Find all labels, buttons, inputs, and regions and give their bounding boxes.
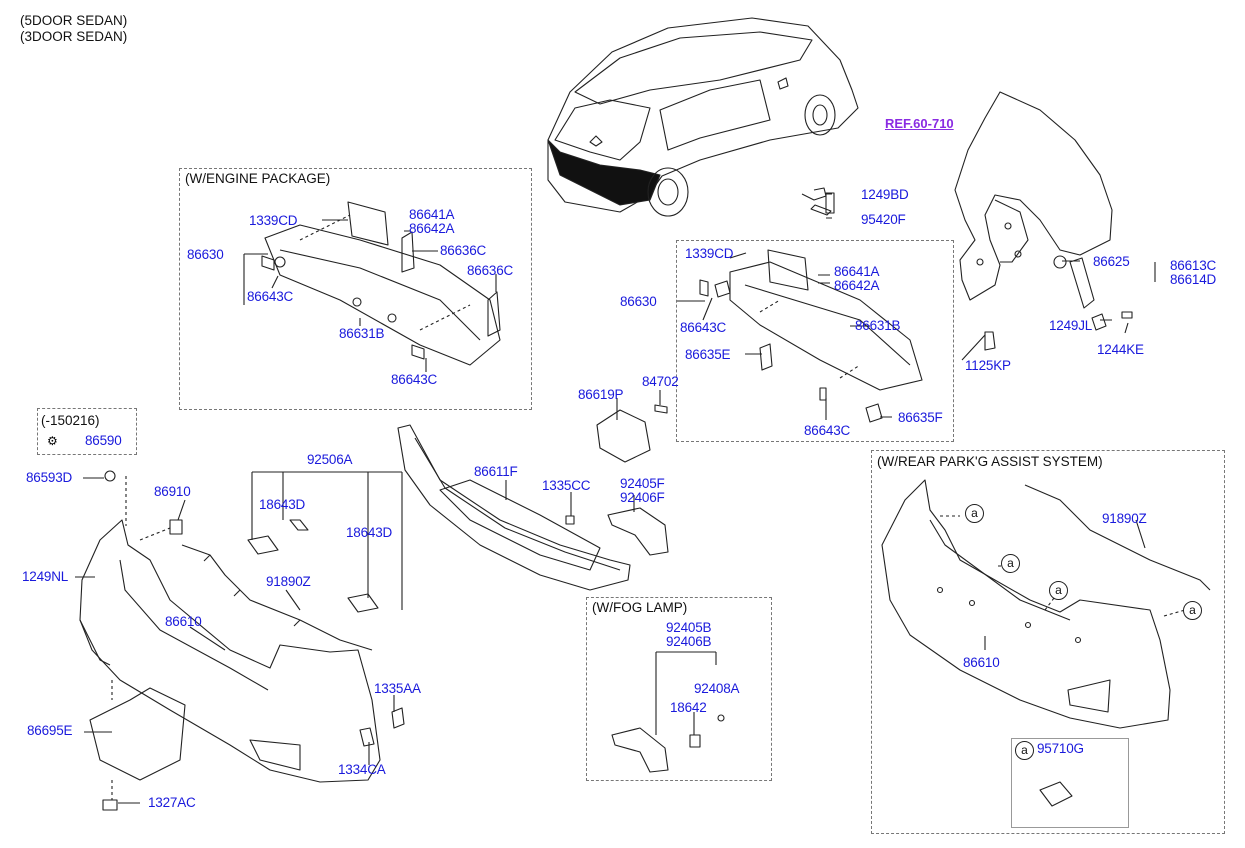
- bolt-icon: ⚙: [47, 434, 58, 448]
- callout-a-4: a: [1183, 601, 1202, 620]
- side-bracket: [1053, 255, 1133, 331]
- part-1335CC[interactable]: 1335CC: [542, 478, 591, 493]
- part-92408A[interactable]: 92408A: [694, 681, 740, 696]
- part-18642[interactable]: 18642: [670, 700, 707, 715]
- sensor-95710G: [1039, 781, 1073, 807]
- part-92405B[interactable]: 92405B: [666, 620, 712, 635]
- part-1335AA[interactable]: 1335AA: [374, 681, 421, 696]
- car-illustration: [547, 17, 859, 217]
- part-86643C[interactable]: 86643C: [680, 320, 727, 335]
- reflector-92405F: [607, 507, 669, 556]
- part-86613C[interactable]: 86613C: [1170, 258, 1217, 273]
- part-86643C[interactable]: 86643C: [804, 423, 851, 438]
- part-86630[interactable]: 86630: [187, 247, 224, 262]
- part-95420F[interactable]: 95420F: [861, 212, 906, 227]
- part-86636C[interactable]: 86636C: [467, 263, 514, 278]
- part-86614D[interactable]: 86614D: [1170, 272, 1217, 287]
- part-1327AC[interactable]: 1327AC: [148, 795, 196, 810]
- part-86635F[interactable]: 86635F: [898, 410, 943, 425]
- rear-bumper-left: [79, 470, 381, 783]
- undercover-86695E: [89, 687, 186, 781]
- part-86910[interactable]: 86910: [154, 484, 191, 499]
- callout-a-5: a: [1015, 741, 1034, 760]
- part-86610[interactable]: 86610: [963, 655, 1000, 670]
- engine-package-title: (W/ENGINE PACKAGE): [185, 171, 331, 186]
- part-1244KE[interactable]: 1244KE: [1097, 342, 1144, 357]
- part-1249NL[interactable]: 1249NL: [22, 569, 69, 584]
- part-86590[interactable]: 86590: [85, 433, 122, 448]
- rear-reinforcement: [699, 187, 996, 423]
- part-86619P[interactable]: 86619P: [578, 387, 624, 402]
- part-86642A[interactable]: 86642A: [834, 278, 880, 293]
- wiring-harness-right: [1024, 484, 1211, 591]
- part-1249BD[interactable]: 1249BD: [861, 187, 909, 202]
- period-box: [37, 408, 137, 455]
- part-86643C[interactable]: 86643C: [391, 372, 438, 387]
- lower-garnish: [397, 424, 631, 591]
- part-86642A[interactable]: 86642A: [409, 221, 455, 236]
- part-86641A[interactable]: 86641A: [409, 207, 455, 222]
- part-86641A[interactable]: 86641A: [834, 264, 880, 279]
- callout-a-1: a: [965, 504, 984, 523]
- bracket-86619P: [596, 409, 651, 463]
- park-assist-title: (W/REAR PARK'G ASSIST SYSTEM): [877, 454, 1103, 469]
- part-86610[interactable]: 86610: [165, 614, 202, 629]
- part-1249JL[interactable]: 1249JL: [1049, 318, 1093, 333]
- part-92406F[interactable]: 92406F: [620, 490, 665, 505]
- part-86635E[interactable]: 86635E: [685, 347, 731, 362]
- engine-package-parts: [261, 201, 501, 366]
- fog-lamp-reflector: [611, 727, 669, 773]
- ref-link[interactable]: REF.60-710: [885, 116, 954, 131]
- header-line-1: (5DOOR SEDAN): [20, 13, 128, 28]
- part-86631B[interactable]: 86631B: [855, 318, 901, 333]
- callout-a-3: a: [1049, 581, 1068, 600]
- part-86630[interactable]: 86630: [620, 294, 657, 309]
- part-92506A[interactable]: 92506A: [307, 452, 353, 467]
- quarter-panel: [954, 91, 1113, 301]
- part-86593D[interactable]: 86593D: [26, 470, 73, 485]
- part-1339CD[interactable]: 1339CD: [249, 213, 298, 228]
- part-86695E[interactable]: 86695E: [27, 723, 73, 738]
- part-91890Z[interactable]: 91890Z: [266, 574, 311, 589]
- part-92406B[interactable]: 92406B: [666, 634, 712, 649]
- header-line-2: (3DOOR SEDAN): [20, 29, 128, 44]
- sensors-18643D: [247, 519, 379, 613]
- fog-lamp-box: [586, 597, 772, 781]
- part-1334CA[interactable]: 1334CA: [338, 762, 386, 777]
- part-84702[interactable]: 84702: [642, 374, 679, 389]
- part-92405F[interactable]: 92405F: [620, 476, 665, 491]
- engine-package-box: [179, 168, 532, 410]
- part-18643D[interactable]: 18643D: [259, 497, 306, 512]
- period-label: (-150216): [41, 413, 100, 428]
- part-91890Z[interactable]: 91890Z: [1102, 511, 1147, 526]
- park-assist-box: [871, 450, 1225, 834]
- callout-a-2: a: [1001, 554, 1020, 573]
- part-86625[interactable]: 86625: [1093, 254, 1130, 269]
- sensor-inset-box: [1011, 738, 1129, 828]
- part-86643C[interactable]: 86643C: [247, 289, 294, 304]
- part-86636C[interactable]: 86636C: [440, 243, 487, 258]
- part-1339CD[interactable]: 1339CD: [685, 246, 734, 261]
- part-1125KP[interactable]: 1125KP: [965, 358, 1011, 373]
- reinforcement-box: [676, 240, 954, 442]
- part-95710G[interactable]: 95710G: [1037, 741, 1084, 756]
- part-86611F[interactable]: 86611F: [474, 464, 518, 479]
- part-18643D[interactable]: 18643D: [346, 525, 393, 540]
- part-86631B[interactable]: 86631B: [339, 326, 385, 341]
- fog-lamp-title: (W/FOG LAMP): [592, 600, 688, 615]
